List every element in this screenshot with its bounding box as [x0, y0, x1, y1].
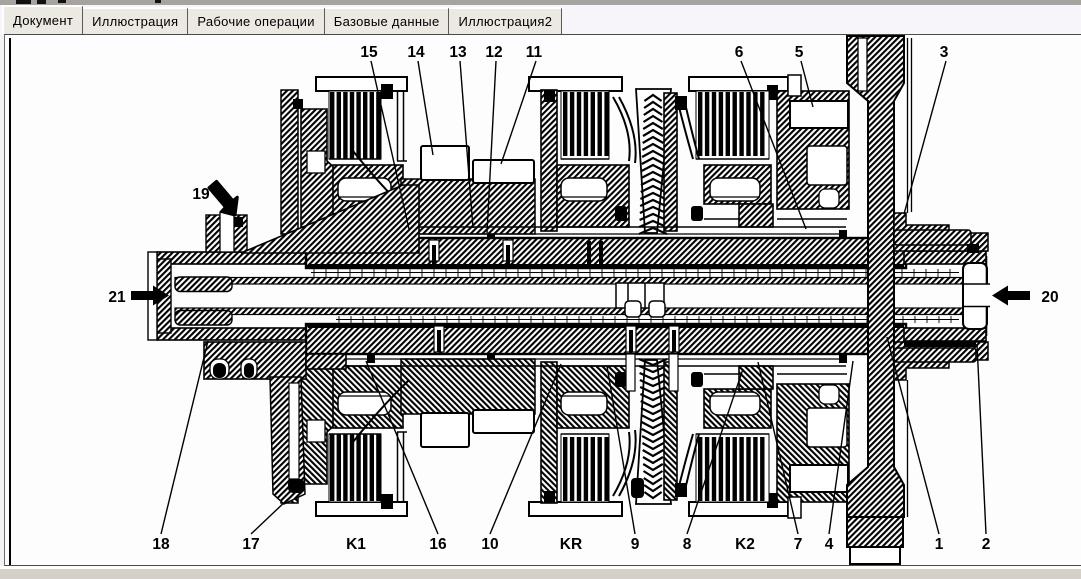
svg-text:K2: K2 [735, 536, 755, 553]
svg-text:5: 5 [795, 44, 804, 61]
svg-text:9: 9 [631, 536, 640, 553]
svg-text:12: 12 [485, 44, 502, 61]
svg-text:6: 6 [735, 44, 744, 61]
svg-text:17: 17 [242, 536, 259, 553]
svg-text:1: 1 [935, 536, 944, 553]
svg-text:16: 16 [429, 536, 447, 553]
svg-text:8: 8 [683, 536, 692, 553]
svg-text:14: 14 [407, 44, 425, 61]
svg-text:18: 18 [152, 536, 170, 553]
svg-text:4: 4 [825, 536, 834, 553]
svg-text:7: 7 [794, 536, 803, 553]
svg-text:10: 10 [481, 536, 498, 553]
svg-text:21: 21 [108, 289, 126, 306]
svg-text:2: 2 [982, 536, 991, 553]
svg-text:KR: KR [560, 536, 582, 553]
svg-text:K1: K1 [346, 536, 366, 553]
svg-text:15: 15 [360, 44, 378, 61]
svg-text:19: 19 [192, 186, 210, 203]
svg-text:3: 3 [940, 44, 949, 61]
svg-text:13: 13 [449, 44, 467, 61]
svg-text:20: 20 [1041, 289, 1058, 306]
svg-text:11: 11 [526, 44, 543, 61]
